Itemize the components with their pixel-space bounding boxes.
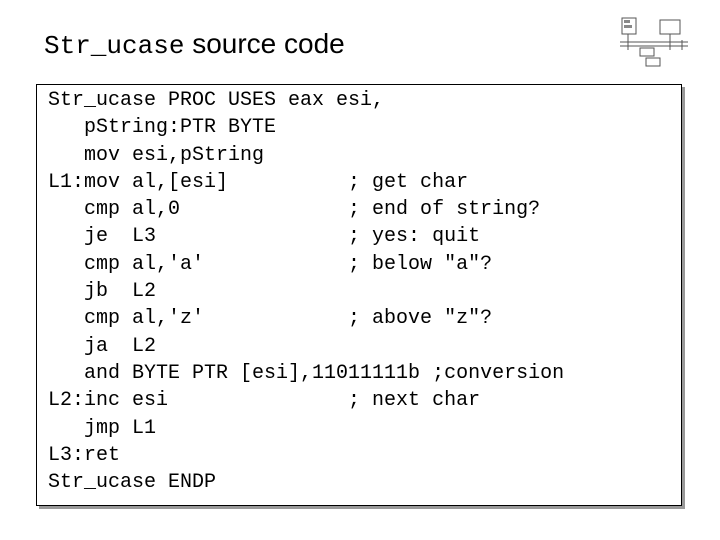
code-line: cmp al,'a' ; below "a"? xyxy=(48,252,493,276)
code-line: L3:ret xyxy=(48,443,121,467)
code-line: jmp L1 xyxy=(48,416,157,440)
diagram-thumbnail-icon xyxy=(620,17,688,67)
code-line: jb L2 xyxy=(48,280,157,304)
code-line: cmp al,0 ; end of string? xyxy=(48,198,541,222)
slide-title-code: Str_ucase xyxy=(44,31,185,61)
code-line: pString:PTR BYTE xyxy=(48,116,277,140)
code-line: ja L2 xyxy=(48,334,157,358)
code-line: Str_ucase ENDP xyxy=(48,471,217,495)
code-line: L2:inc esi ; next char xyxy=(48,389,481,413)
code-listing: Str_ucase PROC USES eax esi, pString:PTR… xyxy=(48,87,564,496)
code-line: L1:mov al,[esi] ; get char xyxy=(48,170,469,194)
code-line: cmp al,'z' ; above "z"? xyxy=(48,307,493,331)
code-line: mov esi,pString xyxy=(48,143,265,167)
slide-title-text: source code xyxy=(184,28,345,59)
code-line: Str_ucase PROC USES eax esi, xyxy=(48,89,385,112)
code-line: je L3 ; yes: quit xyxy=(48,225,481,249)
code-line: and BYTE PTR [esi],11011111b ;conversion xyxy=(48,361,565,385)
slide-title: Str_ucase source code xyxy=(44,28,345,61)
code-listing-box: Str_ucase PROC USES eax esi, pString:PTR… xyxy=(36,84,682,506)
